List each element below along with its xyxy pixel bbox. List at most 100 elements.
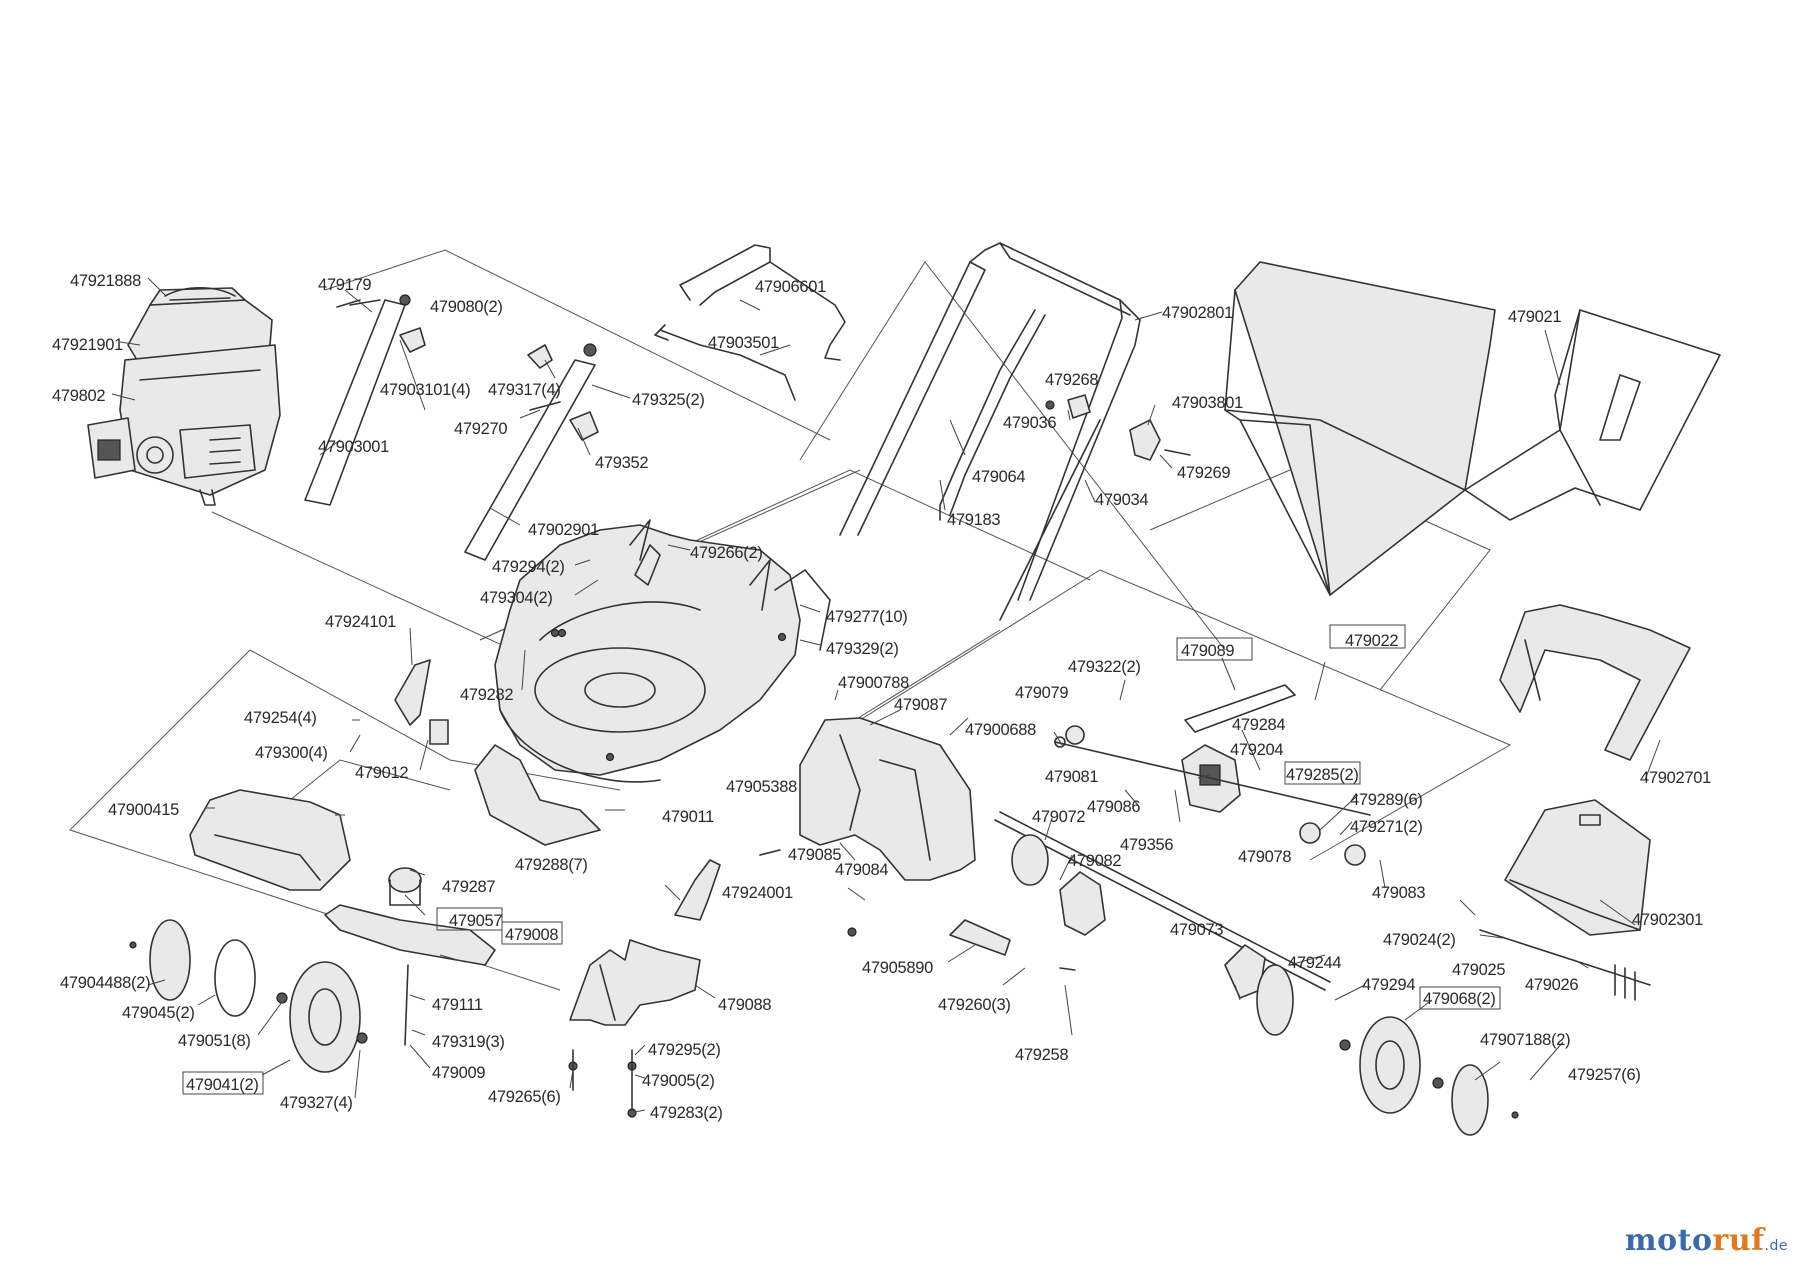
part-label: 479319(3) xyxy=(432,1033,505,1051)
part-label: 479068(2) xyxy=(1423,990,1496,1008)
part-label: 479304(2) xyxy=(480,589,553,607)
watermark-logo: motoruf.de xyxy=(1625,1223,1788,1258)
part-label: 479270 xyxy=(454,420,507,438)
part-label: 479282 xyxy=(460,686,513,704)
part-label: 479317(4) xyxy=(488,381,561,399)
part-label: 479051(8) xyxy=(178,1032,251,1050)
part-label: 479041(2) xyxy=(186,1076,259,1094)
part-label: 479327(4) xyxy=(280,1094,353,1112)
part-label: 479322(2) xyxy=(1068,658,1141,676)
part-label: 479289(6) xyxy=(1350,791,1423,809)
part-label: 479183 xyxy=(947,511,1000,529)
part-label: 479008 xyxy=(505,926,558,944)
part-label: 479057 xyxy=(449,912,502,930)
watermark-tld: .de xyxy=(1764,1238,1788,1254)
part-label: 479802 xyxy=(52,387,105,405)
label-boxes xyxy=(182,624,1501,1095)
part-label: 479277(10) xyxy=(826,608,907,626)
part-label: 47903501 xyxy=(708,334,779,352)
part-label: 47902701 xyxy=(1640,769,1711,787)
part-label: 479269 xyxy=(1177,464,1230,482)
part-label: 47902301 xyxy=(1632,911,1703,929)
part-label: 479036 xyxy=(1003,414,1056,432)
part-label: 479011 xyxy=(662,808,714,826)
part-label: 479073 xyxy=(1170,921,1223,939)
part-label: 47903001 xyxy=(318,438,389,456)
part-label: 479300(4) xyxy=(255,744,328,762)
part-label: 479072 xyxy=(1032,808,1085,826)
part-label: 479026 xyxy=(1525,976,1578,994)
part-label: 479111 xyxy=(432,996,483,1014)
part-label: 479204 xyxy=(1230,741,1283,759)
part-label: 479287 xyxy=(442,878,495,896)
part-label: 479083 xyxy=(1372,884,1425,902)
part-label: 47902901 xyxy=(528,521,599,539)
part-label: 479005(2) xyxy=(642,1072,715,1090)
part-label: 47900688 xyxy=(965,721,1036,739)
part-label: 479045(2) xyxy=(122,1004,195,1022)
part-label: 479025 xyxy=(1452,961,1505,979)
part-label: 479080(2) xyxy=(430,298,503,316)
part-label: 479012 xyxy=(355,764,408,782)
part-label: 479294(2) xyxy=(492,558,565,576)
part-label: 479329(2) xyxy=(826,640,899,658)
part-label: 479079 xyxy=(1015,684,1068,702)
part-label: 479084 xyxy=(835,861,888,879)
part-label: 479266(2) xyxy=(690,544,763,562)
part-label: 479284 xyxy=(1232,716,1285,734)
mower-deck xyxy=(474,519,831,846)
part-label: 47907188(2) xyxy=(1480,1031,1570,1049)
part-label: 47902801 xyxy=(1162,304,1233,322)
part-label: 479288(7) xyxy=(515,856,588,874)
part-label: 479254(4) xyxy=(244,709,317,727)
part-label: 479257(6) xyxy=(1568,1066,1641,1084)
part-label: 47921888 xyxy=(70,272,141,290)
part-label: 479244 xyxy=(1288,954,1341,972)
drive-assembly xyxy=(799,684,1371,999)
wheels xyxy=(129,919,1651,1136)
part-label: 479260(3) xyxy=(938,996,1011,1014)
part-label: 47906601 xyxy=(755,278,826,296)
part-label: 479271(2) xyxy=(1350,818,1423,836)
part-label: 47924101 xyxy=(325,613,396,631)
part-label: 479352 xyxy=(595,454,648,472)
leader-lines xyxy=(111,277,1661,1113)
part-label: 47900415 xyxy=(108,801,179,819)
part-label: 479078 xyxy=(1238,848,1291,866)
part-label: 479081 xyxy=(1045,768,1098,786)
part-label: 479088 xyxy=(718,996,771,1014)
part-label: 479034 xyxy=(1095,491,1148,509)
handle-parts xyxy=(304,242,1191,621)
part-label: 479087 xyxy=(894,696,947,714)
part-label: 479268 xyxy=(1045,371,1098,389)
part-label: 479021 xyxy=(1508,308,1561,326)
part-label: 479294 xyxy=(1362,976,1415,994)
part-label: 47903801 xyxy=(1172,394,1243,412)
part-label: 47905890 xyxy=(862,959,933,977)
part-label: 479086 xyxy=(1087,798,1140,816)
part-label: 479258 xyxy=(1015,1046,1068,1064)
part-label: 479024(2) xyxy=(1383,931,1456,949)
part-label: 479295(2) xyxy=(648,1041,721,1059)
part-label: 47905388 xyxy=(726,778,797,796)
part-label: 479325(2) xyxy=(632,391,705,409)
part-label: 479064 xyxy=(972,468,1025,486)
part-label: 47903101(4) xyxy=(380,381,470,399)
part-label: 479285(2) xyxy=(1286,766,1359,784)
part-labels: 47921888 47921901 479802 479179 479080(2… xyxy=(52,272,1711,1122)
part-label: 479009 xyxy=(432,1064,485,1082)
part-label: 479265(6) xyxy=(488,1088,561,1106)
watermark-brand-b: ruf xyxy=(1712,1223,1765,1258)
grass-bag xyxy=(1224,261,1721,936)
part-label: 47904488(2) xyxy=(60,974,150,992)
part-label: 479356 xyxy=(1120,836,1173,854)
part-label: 479089 xyxy=(1181,642,1234,660)
watermark-brand-a: moto xyxy=(1624,1223,1713,1258)
part-label: 479085 xyxy=(788,846,841,864)
part-label: 479022 xyxy=(1345,632,1398,650)
part-label: 47924001 xyxy=(722,884,793,902)
part-label: 479283(2) xyxy=(650,1104,723,1122)
part-label: 47900788 xyxy=(838,674,909,692)
